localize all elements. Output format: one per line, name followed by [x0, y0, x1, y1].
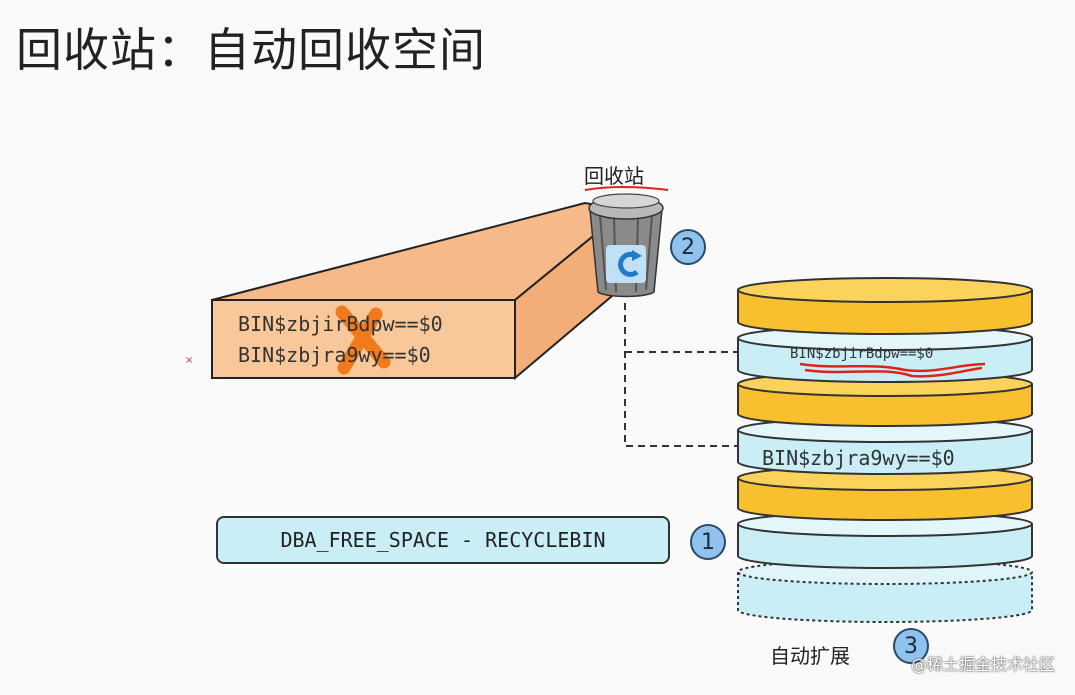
page-title: 回收站：自动回收空间: [16, 23, 486, 77]
free-space-formula: DBA_FREE_SPACE - RECYCLEBIN: [216, 516, 670, 564]
small-mark: ×: [185, 355, 193, 366]
label-underline: [584, 186, 669, 191]
badge-3: 3: [893, 628, 929, 664]
badge-1: 1: [690, 524, 726, 560]
badge-2: 2: [670, 229, 706, 265]
kept-entry: BIN$zbjra9wy==$0: [762, 446, 955, 470]
table-row: BIN$zbjirBdpw==$0: [238, 312, 443, 336]
dropped-entry: BIN$zbjirBdpw==$0: [790, 346, 934, 362]
auto-extend-label: 自动扩展: [770, 644, 850, 668]
trash-can-icon: [588, 193, 664, 298]
table-block: [211, 201, 628, 381]
tablespace-stack: [737, 277, 1033, 623]
table-row: BIN$zbjra9wy==$0: [238, 343, 431, 367]
recycle-bin-label: 回收站: [584, 164, 644, 188]
dashed-connectors: [624, 303, 738, 447]
watermark: @稀土掘金技术社区: [910, 655, 1055, 674]
delete-cross-icon: [335, 305, 391, 375]
scribble-mark: [799, 362, 986, 378]
